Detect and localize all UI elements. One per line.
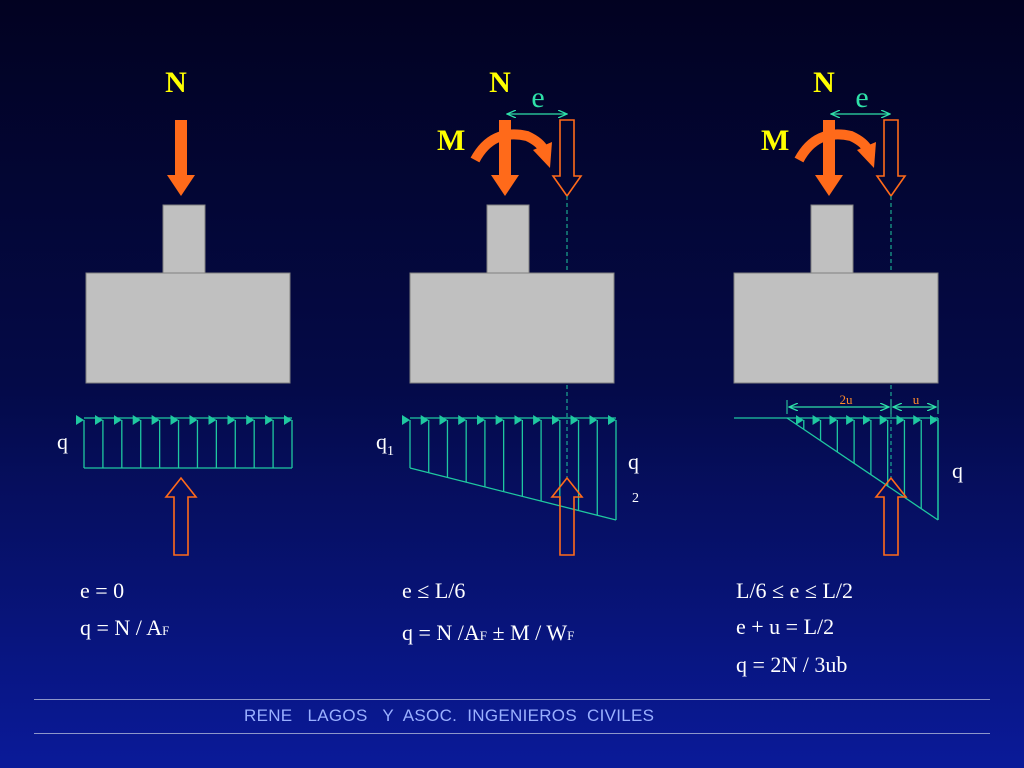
moment-label: M bbox=[437, 124, 465, 157]
pressure-bottom-line bbox=[409, 467, 617, 521]
formula-line: e ≤ L/6 bbox=[402, 578, 465, 603]
moment-label: M bbox=[761, 124, 789, 157]
pressure-label-q2-sub: 2 bbox=[632, 491, 639, 506]
eccentricity-label: e bbox=[531, 81, 544, 114]
axial-load-label: N bbox=[813, 66, 835, 99]
pressure-label-q: q bbox=[57, 429, 68, 454]
formula-line: e = 0 bbox=[80, 578, 124, 603]
formula-line: e + u = L/2 bbox=[736, 614, 834, 639]
formula-line: q = N /AF ± M / WF bbox=[402, 620, 574, 645]
footer-divider-bottom bbox=[34, 733, 990, 734]
axial-load-arrow bbox=[167, 120, 195, 196]
eccentricity-label: e bbox=[855, 81, 868, 114]
footing bbox=[409, 272, 615, 384]
pressure-distribution bbox=[402, 415, 617, 521]
axial-load-label: N bbox=[489, 66, 511, 99]
resultant-load-arrow bbox=[875, 119, 907, 198]
formula-line: q = 2N / 3ub bbox=[736, 652, 847, 677]
reaction-arrow bbox=[874, 476, 908, 556]
dim-label-u: u bbox=[913, 392, 920, 407]
axial-load-label: N bbox=[165, 66, 187, 99]
formulas-case-1: e = 0 q = N / AF bbox=[80, 578, 169, 640]
pressure-label-q: q bbox=[952, 458, 963, 483]
case-3: N e M 2u u q bbox=[733, 66, 963, 556]
footer-divider-top bbox=[34, 699, 990, 700]
formula-line: L/6 ≤ e ≤ L/2 bbox=[736, 578, 853, 603]
formulas-case-2: e ≤ L/6 q = N /AF ± M / WF bbox=[402, 578, 574, 645]
column bbox=[486, 204, 530, 274]
pressure-label-q1: q1 bbox=[376, 429, 394, 459]
pressure-label-q2: q bbox=[628, 449, 639, 474]
reaction-arrow bbox=[550, 476, 584, 556]
reaction-arrow bbox=[164, 476, 198, 556]
moment-arrow bbox=[794, 129, 876, 168]
column bbox=[162, 204, 206, 274]
footing bbox=[85, 272, 291, 384]
dimension-2u-u: 2u u bbox=[786, 392, 939, 414]
case-1: N q bbox=[57, 66, 293, 556]
column bbox=[810, 204, 854, 274]
pressure-bottom-line bbox=[786, 417, 939, 521]
footer-text: RENE LAGOS Y ASOC. INGENIEROS CIVILES bbox=[244, 706, 655, 725]
formulas-case-3: L/6 ≤ e ≤ L/2 e + u = L/2 q = 2N / 3ub bbox=[736, 578, 853, 677]
pressure-distribution bbox=[76, 415, 293, 469]
case-2: N e M q1 q 2 bbox=[376, 66, 639, 556]
footing bbox=[733, 272, 939, 384]
moment-arrow bbox=[470, 129, 552, 168]
dim-label-2u: 2u bbox=[840, 392, 854, 407]
pressure-distribution bbox=[734, 415, 939, 521]
resultant-load-arrow bbox=[551, 119, 583, 198]
formula-line: q = N / AF bbox=[80, 615, 169, 640]
